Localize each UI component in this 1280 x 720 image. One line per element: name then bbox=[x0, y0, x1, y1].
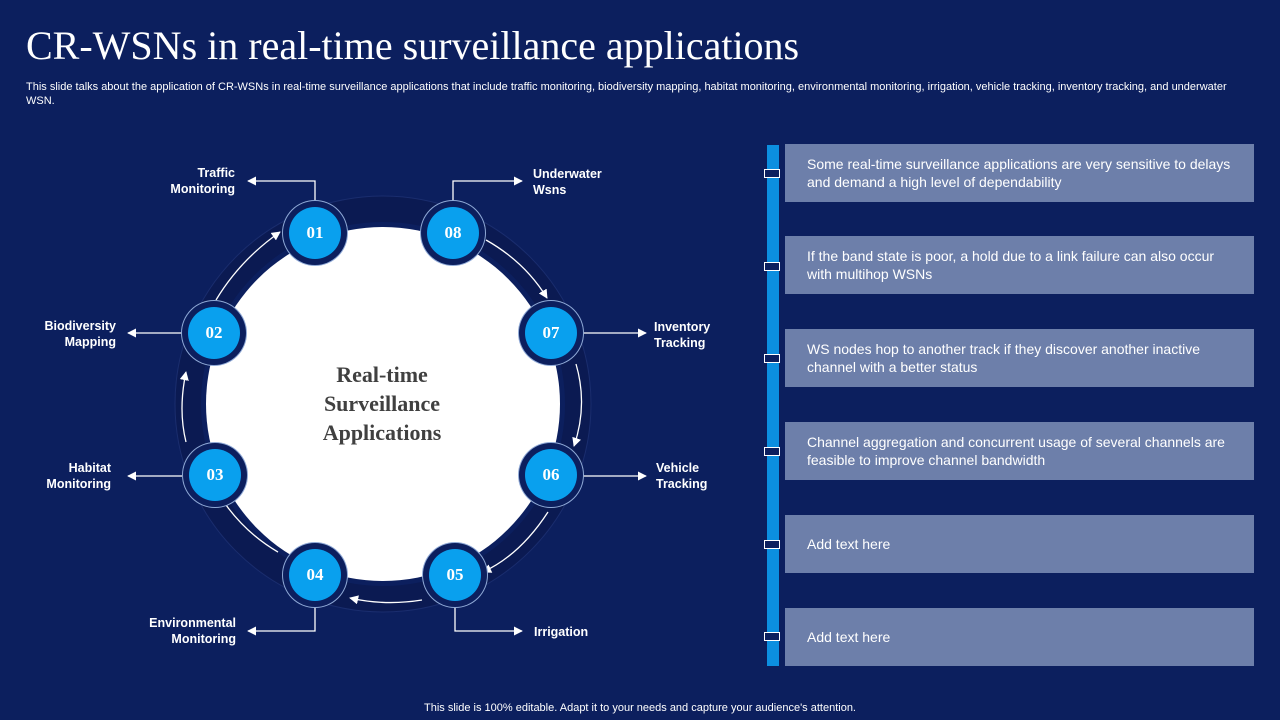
arc-arrow-08-07 bbox=[485, 239, 548, 299]
label-environmental-monitoring: Environmental Monitoring bbox=[149, 616, 236, 646]
info-box: Some real-time surveillance applications… bbox=[785, 144, 1254, 202]
center-circle bbox=[206, 227, 560, 581]
info-box: Add text here bbox=[785, 515, 1254, 573]
leader-01 bbox=[247, 176, 316, 203]
timeline-tick bbox=[764, 354, 780, 363]
node-07: 07 bbox=[525, 307, 577, 359]
node-02: 02 bbox=[188, 307, 240, 359]
node-01: 01 bbox=[289, 207, 341, 259]
leader-05 bbox=[454, 606, 523, 636]
label-underwater-wsns: Underwater Wsns bbox=[533, 167, 602, 197]
node-03: 03 bbox=[189, 449, 241, 501]
slide-footer: This slide is 100% editable. Adapt it to… bbox=[424, 702, 856, 714]
arc-arrow-03-02 bbox=[179, 371, 189, 443]
info-box-text: Channel aggregation and concurrent usage… bbox=[807, 434, 1225, 468]
slide-subtitle: This slide talks about the application o… bbox=[26, 81, 1227, 107]
timeline-bar bbox=[767, 145, 779, 666]
label-vehicle-tracking: Vehicle Tracking bbox=[656, 461, 708, 491]
info-box: Channel aggregation and concurrent usage… bbox=[785, 422, 1254, 480]
info-box-text: WS nodes hop to another track if they di… bbox=[807, 341, 1200, 375]
timeline-tick bbox=[764, 632, 780, 641]
label-inventory-tracking: Inventory Tracking bbox=[654, 320, 711, 350]
info-box: Add text here bbox=[785, 608, 1254, 666]
label-irrigation: Irrigation bbox=[534, 625, 589, 639]
arc-arrow-02-01 bbox=[215, 231, 281, 301]
arc-arrow-05-04 bbox=[349, 595, 423, 605]
leader-04 bbox=[247, 606, 316, 636]
cycle-diagram bbox=[127, 176, 647, 636]
node-06: 06 bbox=[525, 449, 577, 501]
center-label: Real-time Surveillance Applications bbox=[322, 362, 442, 445]
outer-ring-edge bbox=[174, 195, 592, 613]
label-biodiversity-mapping: Biodiversity Mapping bbox=[44, 319, 116, 349]
node-04: 04 bbox=[289, 549, 341, 601]
label-traffic-monitoring: Traffic Monitoring bbox=[170, 166, 235, 196]
timeline-tick bbox=[764, 169, 780, 178]
arc-arrow-07-06 bbox=[572, 363, 583, 447]
info-box-text: Add text here bbox=[807, 536, 891, 552]
timeline-tick bbox=[764, 447, 780, 456]
arc-arrow-06-05 bbox=[482, 511, 549, 573]
info-box-text: Some real-time surveillance applications… bbox=[807, 156, 1231, 190]
node-05: 05 bbox=[429, 549, 481, 601]
slide-title: CR-WSNs in real-time surveillance applic… bbox=[26, 23, 800, 68]
timeline-tick bbox=[764, 262, 780, 271]
leader-08 bbox=[452, 176, 523, 203]
info-box-text: Add text here bbox=[807, 629, 891, 645]
info-box: If the band state is poor, a hold due to… bbox=[785, 236, 1254, 294]
timeline-tick bbox=[764, 540, 780, 549]
label-habitat-monitoring: Habitat Monitoring bbox=[46, 461, 111, 491]
node-08: 08 bbox=[427, 207, 479, 259]
info-box: WS nodes hop to another track if they di… bbox=[785, 329, 1254, 387]
outer-ring bbox=[175, 196, 591, 612]
info-box-text: If the band state is poor, a hold due to… bbox=[807, 248, 1215, 282]
